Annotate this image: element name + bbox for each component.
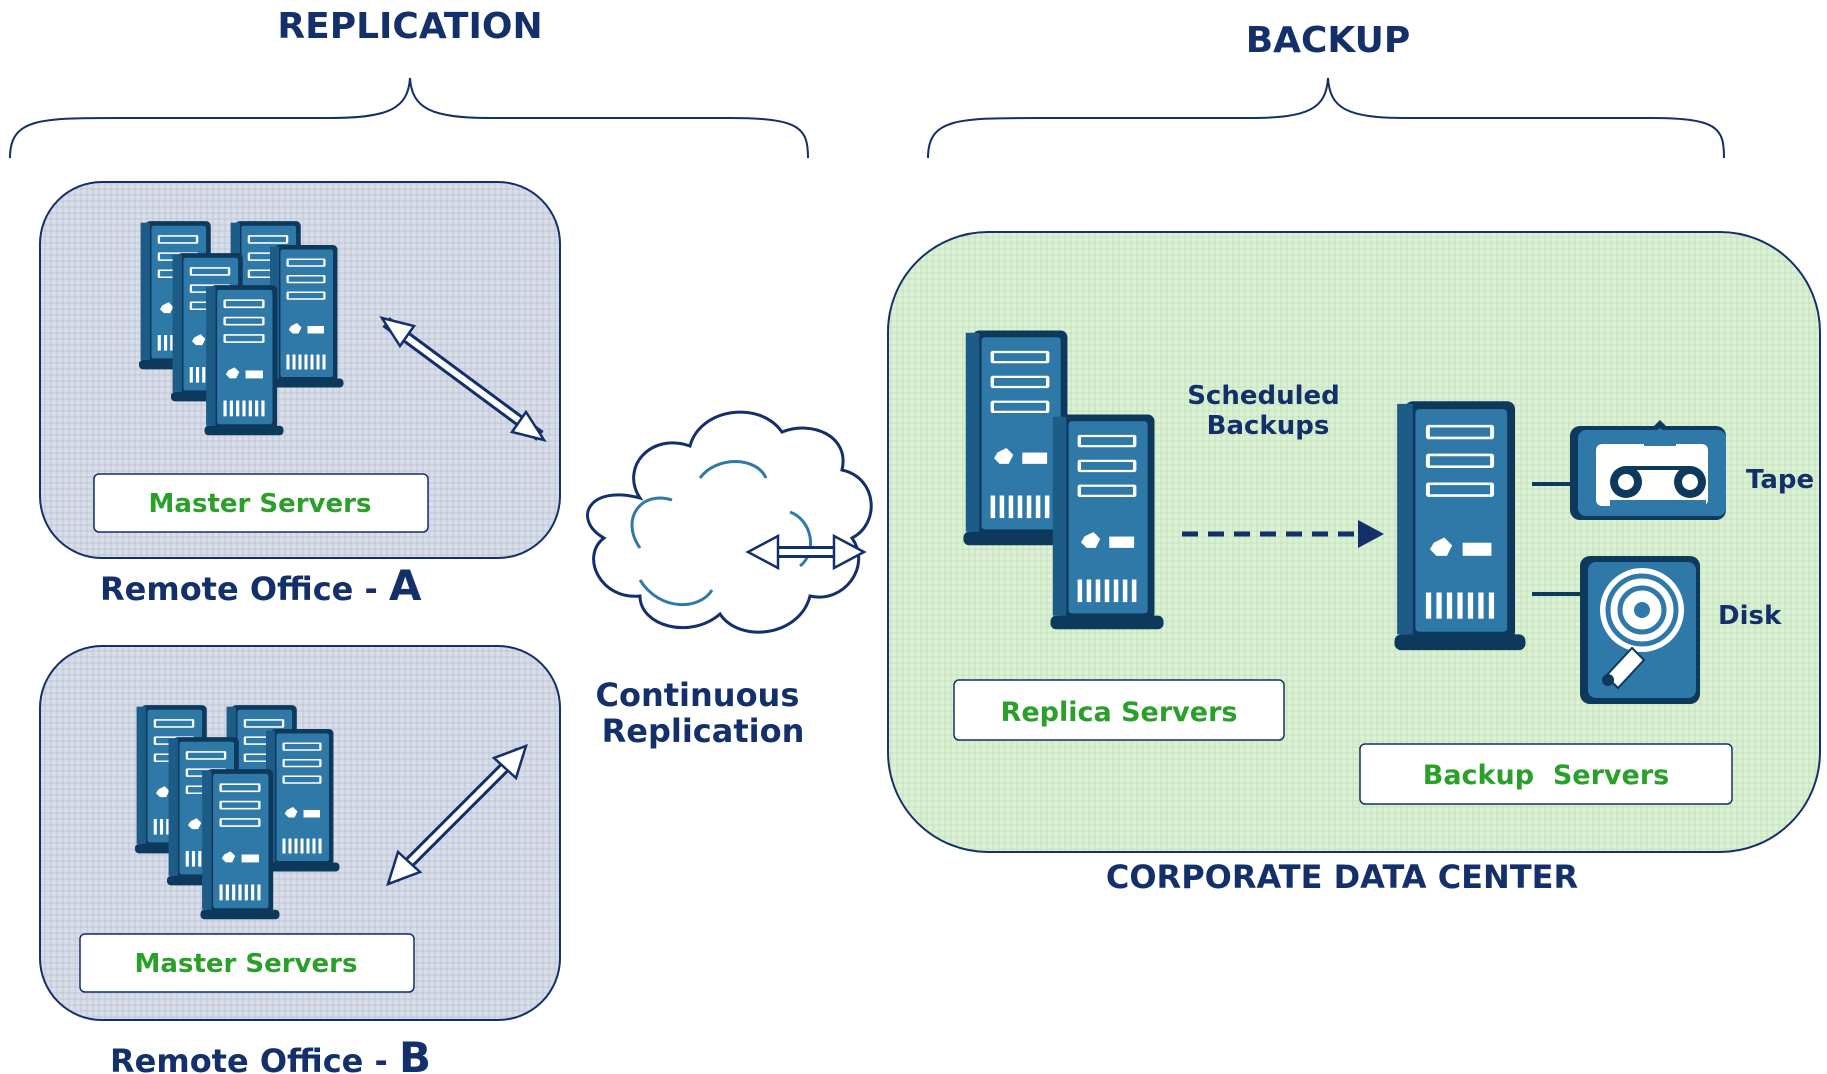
- server-tower-icon: [1050, 414, 1164, 630]
- replication-heading: REPLICATION: [277, 6, 542, 47]
- tape-label: Tape: [1746, 465, 1814, 495]
- replication-line: Replication: [602, 712, 805, 750]
- corporate-data-center-title: CORPORATE DATA CENTER: [1106, 858, 1578, 896]
- continuous-replication-label: Continuous Replication: [595, 676, 810, 750]
- remote-office-b-title: Remote Office - B: [110, 1033, 431, 1074]
- replica-servers-label: Replica Servers: [1001, 697, 1238, 728]
- disk-label: Disk: [1718, 601, 1782, 631]
- replica-servers-label-box: [953, 679, 1285, 741]
- double-arrow-icon: [379, 316, 547, 442]
- backups-line: Backups: [1207, 411, 1330, 441]
- scheduled-backups-label: Scheduled Backups: [1187, 381, 1349, 441]
- remote-office-b-letter: B: [399, 1033, 431, 1074]
- backup-servers-label-box: [1359, 743, 1733, 805]
- master-servers-a-label-box: [93, 473, 429, 533]
- corporate-data-center: Replica Servers Scheduled Backups: [887, 231, 1821, 896]
- double-arrow-icon: [745, 533, 867, 571]
- server-tower-icon: [204, 285, 284, 436]
- server-tower-icon: [268, 245, 344, 388]
- tape-cassette-icon: [1570, 420, 1726, 520]
- cloud-icon: [586, 410, 873, 634]
- server-tower-icon: [1394, 401, 1526, 651]
- backup-brace: [927, 77, 1725, 159]
- hard-disk-icon: [1580, 556, 1700, 704]
- backup-heading: BACKUP: [1246, 20, 1411, 61]
- scheduled-line: Scheduled: [1187, 381, 1340, 411]
- master-servers-a-label: Master Servers: [149, 489, 372, 519]
- remote-office-b-prefix: Remote Office -: [110, 1042, 399, 1074]
- master-servers-b-label: Master Servers: [135, 949, 358, 979]
- server-tower-icon: [264, 729, 340, 872]
- remote-office-a-title: Remote Office - A: [100, 561, 422, 610]
- backup-servers-label: Backup Servers: [1423, 760, 1669, 791]
- replication-brace: [9, 77, 809, 159]
- scheduled-backup-arrow: [1182, 520, 1384, 548]
- server-tower-icon: [200, 769, 280, 920]
- remote-office-a-letter: A: [389, 561, 422, 610]
- double-arrow-icon: [386, 743, 528, 887]
- remote-office-b: Master Servers Remote Office - B: [39, 645, 561, 1074]
- master-servers-b-label-box: [79, 933, 415, 993]
- remote-office-a: Master Servers Remote Office - A: [39, 181, 561, 610]
- remote-office-a-prefix: Remote Office -: [100, 570, 389, 608]
- continuous-line: Continuous: [595, 676, 799, 714]
